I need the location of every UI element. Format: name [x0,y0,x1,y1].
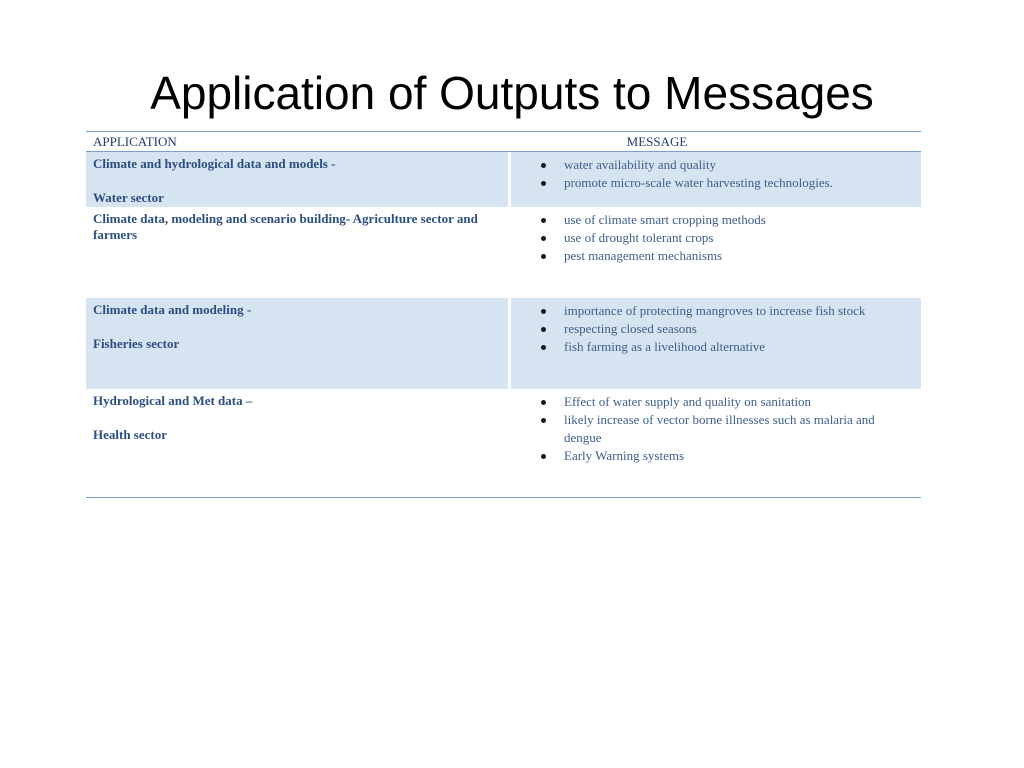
list-item: likely increase of vector borne illnesse… [536,411,901,447]
list-item: use of climate smart cropping methods [536,211,901,229]
table-row: Hydrological and Met data – Health secto… [86,389,921,497]
application-sector: Health sector [93,427,168,442]
application-text: Climate and hydrological data and models… [93,156,336,171]
list-item: importance of protecting mangroves to in… [536,302,901,320]
bullet-icon [541,181,546,186]
application-cell: Climate data, modeling and scenario buil… [86,207,508,298]
header-application: APPLICATION [93,134,177,149]
table-row: Climate data, modeling and scenario buil… [86,207,921,298]
list-item: use of drought tolerant crops [536,229,901,247]
bullet-icon [541,400,546,405]
table-row: Climate and hydrological data and models… [86,152,921,207]
bullet-icon [541,454,546,459]
list-item: Early Warning systems [536,447,901,465]
application-cell: Hydrological and Met data – Health secto… [86,389,508,497]
bullet-icon [541,254,546,259]
application-text: Hydrological and Met data – [93,393,253,408]
message-cell: use of climate smart cropping methods us… [508,207,921,298]
list-item: pest management mechanisms [536,247,901,265]
application-text: Climate data and modeling - [93,302,252,317]
application-sector: Water sector [93,190,164,205]
application-cell: Climate data and modeling - Fisheries se… [86,298,508,389]
table-header: APPLICATION MESSAGE [86,132,921,152]
bullet-icon [541,218,546,223]
list-item: respecting closed seasons [536,320,901,338]
bullet-icon [541,327,546,332]
application-cell: Climate and hydrological data and models… [86,152,508,207]
list-item: promote micro-scale water harvesting tec… [536,174,901,192]
bullet-icon [541,345,546,350]
bullet-icon [541,418,546,423]
message-cell: importance of protecting mangroves to in… [508,298,921,389]
list-item: fish farming as a livelihood alternative [536,338,901,356]
list-item: Effect of water supply and quality on sa… [536,393,901,411]
application-text: Climate data, modeling and scenario buil… [93,211,478,242]
application-sector: Fisheries sector [93,336,180,351]
header-message: MESSAGE [626,134,688,149]
message-cell: water availability and quality promote m… [508,152,921,207]
bullet-icon [541,163,546,168]
message-cell: Effect of water supply and quality on sa… [508,389,921,497]
outputs-messages-table: APPLICATION MESSAGE Climate and hydrolog… [86,131,921,498]
table-row: Climate data and modeling - Fisheries se… [86,298,921,389]
bullet-icon [541,236,546,241]
bullet-icon [541,309,546,314]
page-title: Application of Outputs to Messages [150,67,874,119]
list-item: water availability and quality [536,156,901,174]
